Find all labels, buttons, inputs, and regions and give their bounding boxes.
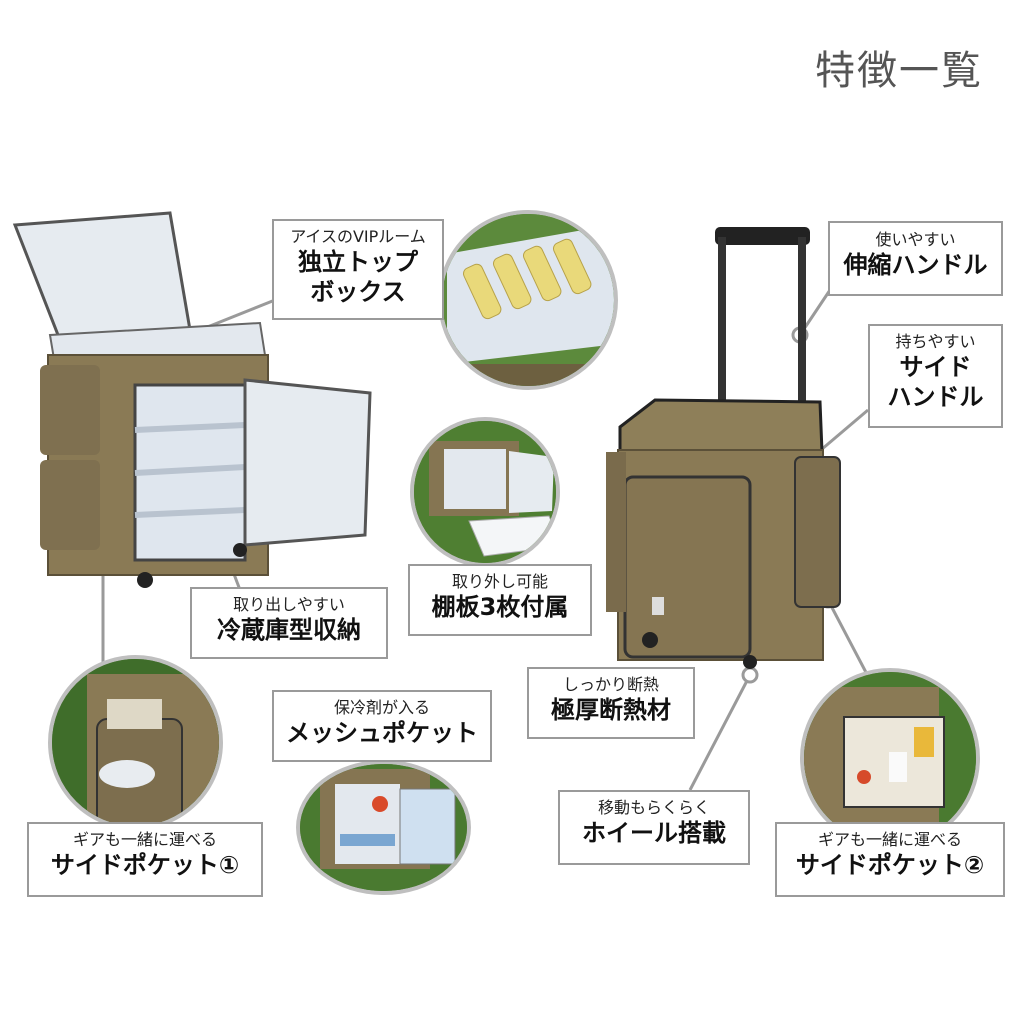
label-fridge-storage: 取り出しやすい 冷蔵庫型収納 — [190, 587, 388, 659]
label-side-pocket-1-big: サイドポケット① — [50, 851, 240, 879]
label-mesh-pocket: 保冷剤が入る メッシュポケット — [272, 690, 492, 762]
label-mesh-pocket-big: メッシュポケット — [286, 719, 478, 747]
label-telescopic-handle: 使いやすい 伸縮ハンドル — [828, 221, 1003, 296]
label-shelves: 取り外し可能 棚板3枚付属 — [408, 564, 592, 636]
side-pocket-1-photo — [48, 655, 223, 830]
page-title: 特徴一覧 — [815, 48, 983, 94]
closed-cooler-image — [606, 227, 841, 669]
label-side-handle-big2: ハンドル — [887, 383, 984, 411]
label-fridge-storage-big: 冷蔵庫型収納 — [217, 616, 361, 644]
label-side-pocket-2-big: サイドポケット② — [795, 851, 985, 879]
label-top-box: アイスのVIPルーム 独立トップ ボックス — [272, 219, 444, 320]
label-wheels-small: 移動もらくらく — [597, 798, 710, 817]
mesh-pocket-photo — [296, 760, 471, 895]
open-cooler-image — [12, 211, 372, 588]
label-telescopic-handle-small: 使いやすい — [875, 230, 956, 249]
top-box-detail-photo — [438, 210, 618, 390]
label-mesh-pocket-small: 保冷剤が入る — [333, 698, 430, 717]
label-side-pocket-1-small: ギアも一緒に運べる — [72, 830, 217, 849]
label-insulation-small: しっかり断熱 — [562, 675, 659, 694]
label-side-pocket-2: ギアも一緒に運べる サイドポケット② — [775, 822, 1005, 897]
label-top-box-big2: ボックス — [310, 278, 406, 306]
label-side-pocket-1: ギアも一緒に運べる サイドポケット① — [27, 822, 263, 897]
label-wheels: 移動もらくらく ホイール搭載 — [558, 790, 750, 865]
label-side-pocket-2-small: ギアも一緒に運べる — [817, 830, 962, 849]
label-shelves-small: 取り外し可能 — [451, 572, 548, 591]
label-fridge-storage-small: 取り出しやすい — [233, 595, 345, 614]
side-pocket-2-photo — [800, 668, 980, 848]
label-top-box-big1: 独立トップ — [298, 248, 418, 276]
label-side-handle: 持ちやすい サイド ハンドル — [868, 324, 1003, 428]
label-wheels-big: ホイール搭載 — [582, 819, 726, 847]
label-insulation-big: 極厚断熱材 — [551, 696, 671, 724]
label-side-handle-big1: サイド — [899, 353, 972, 381]
label-top-box-small: アイスのVIPルーム — [290, 227, 426, 246]
label-telescopic-handle-big: 伸縮ハンドル — [843, 251, 988, 279]
label-side-handle-small: 持ちやすい — [895, 332, 976, 351]
shelf-detail-photo — [410, 417, 560, 567]
label-shelves-big: 棚板3枚付属 — [431, 593, 569, 621]
label-insulation: しっかり断熱 極厚断熱材 — [527, 667, 695, 739]
